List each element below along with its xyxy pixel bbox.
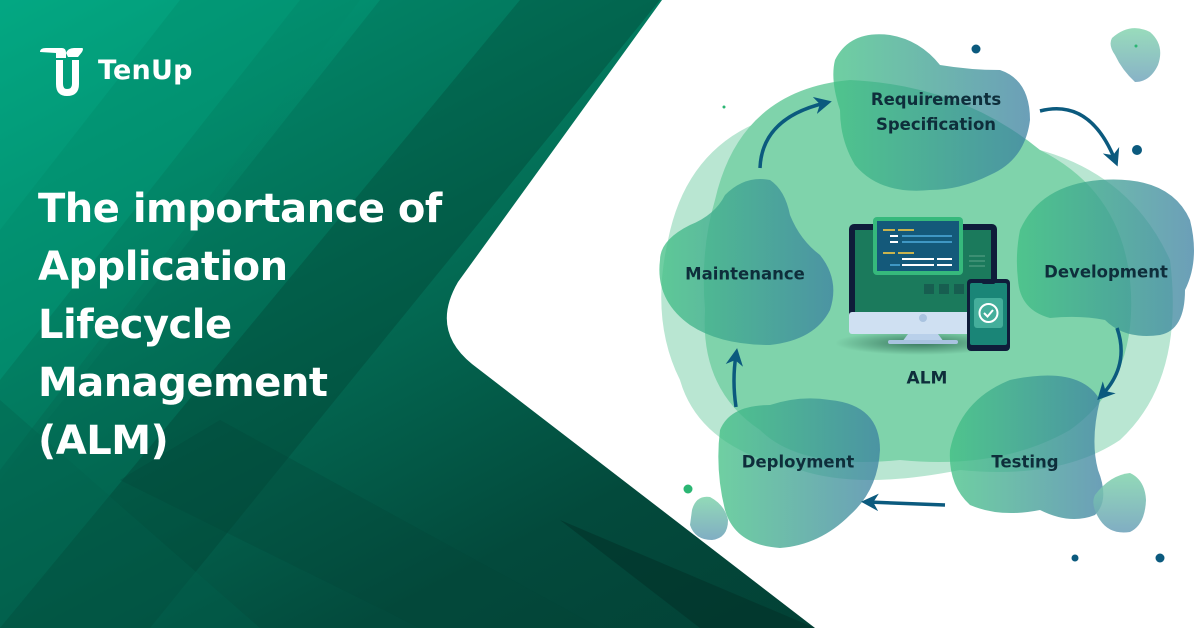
step-label-line: Requirements: [870, 90, 1002, 109]
decor-dot: [683, 484, 693, 494]
blob-testing: [949, 375, 1104, 519]
decor-blob-bottom-left: [690, 496, 728, 540]
step-maintenance: Maintenance: [685, 264, 805, 284]
step-deployment: Deployment: [741, 452, 855, 472]
decor-dot: [971, 44, 981, 54]
step-requirements-specification: Requirements Specification: [871, 87, 1001, 137]
title-line-4: Management: [38, 360, 328, 406]
arrow-deployment-to-maintenance: [725, 348, 743, 408]
brand-logo[interactable]: TenUp: [38, 44, 193, 96]
decor-dot: [1071, 554, 1079, 562]
monitor-and-phone-icon: [835, 217, 1010, 355]
title-line-1: The importance of: [38, 186, 442, 232]
title-line-2: Application: [38, 244, 288, 290]
blob-development: [1016, 179, 1194, 336]
decor-dot: [722, 105, 726, 109]
arrow-development-to-testing: [1097, 327, 1123, 401]
arrow-requirements-to-development: [1039, 107, 1120, 167]
arrow-testing-to-deployment: [861, 493, 946, 512]
center-alm-label: ALM: [906, 368, 948, 389]
title-line-3: Lifecycle: [38, 302, 232, 348]
brand-name: TenUp: [98, 54, 193, 86]
title-line-5: (ALM): [38, 418, 169, 464]
decor-dot: [1134, 44, 1138, 48]
decor-dot: [1155, 553, 1165, 563]
step-development: Development: [1044, 262, 1168, 282]
blob-requirements: [833, 34, 1030, 191]
blob-deployment: [718, 398, 880, 548]
tenup-logo-mark-icon: [40, 48, 83, 96]
decor-blob-top-right: [1110, 28, 1161, 82]
step-testing: Testing: [991, 452, 1059, 472]
page-title: The importance of Application Lifecycle …: [38, 180, 478, 470]
blob-maintenance: [659, 179, 834, 345]
arrow-maintenance-to-requirements: [758, 96, 832, 169]
decor-dot: [1132, 145, 1142, 155]
step-label-line: Specification: [875, 115, 997, 134]
decor-blob-bottom-right: [1093, 473, 1146, 533]
